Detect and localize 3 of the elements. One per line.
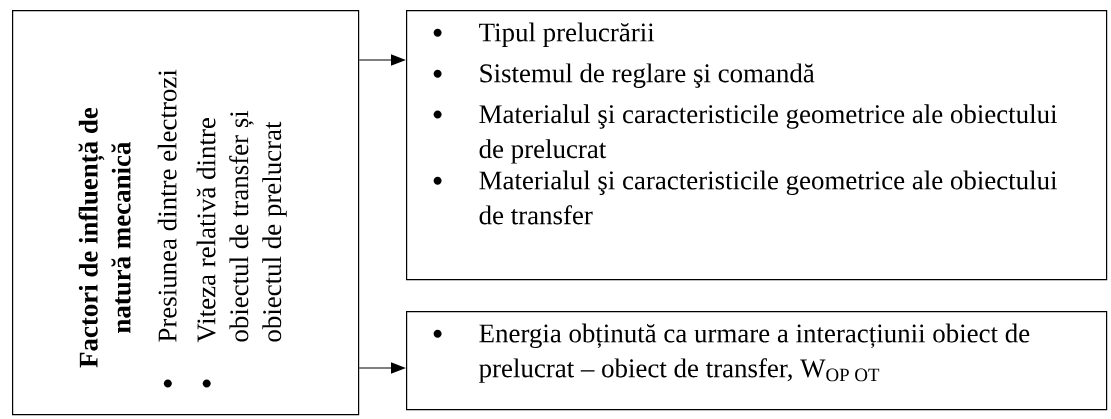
list-box: Energia obținută ca urmare a interacțiunii obiect de prelucrat – obiect de transfer, $\mathrm{W}_{\mathrm{OP\;OT}}$ [406, 311, 1108, 411]
factor-box: Factori de influență de natură mecanică Presiunea dintre electrozi Viteza relativă dintre obiectul de transfer și obiectul de prelucrat [12, 10, 360, 416]
list-box: Tipul prelucrării Sistemul de reglare şi comandă Materialul şi caracteristicile geometrice ale obiectului de prelucrat Materialul şi caracteristicile geometrice ale obiectului de transfer [406, 10, 1108, 281]
